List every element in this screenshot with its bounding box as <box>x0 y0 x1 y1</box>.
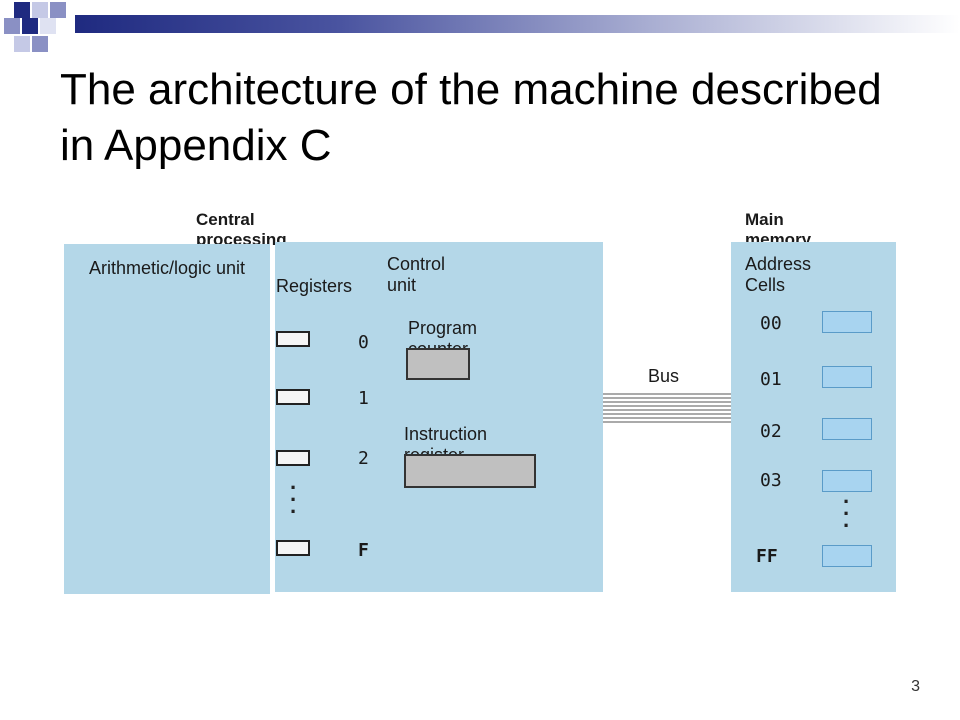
memory-cell <box>822 470 872 492</box>
deco-square <box>14 2 30 18</box>
register-box <box>276 450 310 466</box>
deco-square <box>14 36 30 52</box>
register-id: 0 <box>358 332 369 353</box>
register-box <box>276 540 310 556</box>
main-memory-panel <box>731 242 896 592</box>
memory-address: FF <box>756 546 778 567</box>
alu-panel <box>64 244 270 594</box>
memory-address: 00 <box>760 313 782 334</box>
bus-lines <box>603 393 731 423</box>
register-id: 1 <box>358 388 369 409</box>
slide-title: The architecture of the machine describe… <box>60 65 882 170</box>
deco-square <box>32 36 48 52</box>
memory-address: 02 <box>760 421 782 442</box>
deco-square <box>50 2 66 18</box>
register-id: 2 <box>358 448 369 469</box>
memory-cell <box>822 545 872 567</box>
memory-cell <box>822 366 872 388</box>
deco-square <box>22 18 38 34</box>
control-unit-panel <box>275 242 603 592</box>
control-unit-label: Control unit <box>387 254 446 295</box>
alu-label: Arithmetic/logic unit <box>88 258 246 278</box>
ellipsis-dots: ··· <box>843 489 851 538</box>
register-box <box>276 331 310 347</box>
memory-address: 03 <box>760 470 782 491</box>
ellipsis-dots: ··· <box>290 475 298 524</box>
page-number: 3 <box>911 678 920 695</box>
deco-square <box>4 18 20 34</box>
instruction-register-box <box>404 454 536 488</box>
title-gradient-bar <box>75 15 960 33</box>
registers-label: Registers <box>276 276 353 296</box>
program-counter-box <box>406 348 470 380</box>
deco-square <box>32 2 48 18</box>
register-box <box>276 389 310 405</box>
deco-square <box>40 18 56 34</box>
memory-address: 01 <box>760 369 782 390</box>
title-decoration <box>0 0 960 64</box>
memory-cell <box>822 311 872 333</box>
memory-column-header: Address Cells <box>745 254 812 295</box>
memory-cell <box>822 418 872 440</box>
register-id: F <box>358 540 369 561</box>
bus-label: Bus <box>648 366 680 386</box>
